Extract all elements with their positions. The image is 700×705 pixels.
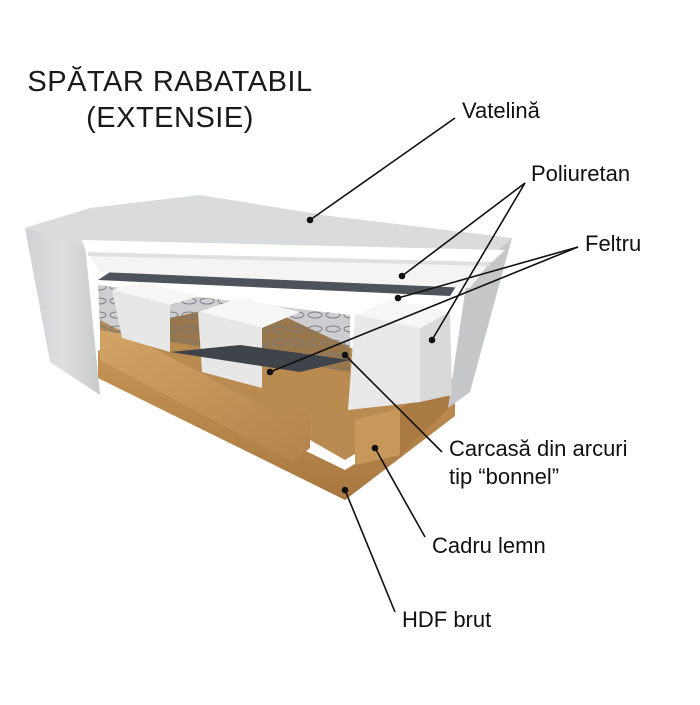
label-vatelina: Vatelină xyxy=(462,98,540,123)
foam-block-1-front xyxy=(112,290,170,352)
label-poliuretan: Poliuretan xyxy=(531,161,631,186)
leader-lines xyxy=(266,117,579,613)
label-hdf-brut: HDF brut xyxy=(402,607,492,632)
wood-frame-front xyxy=(100,320,310,462)
label-cadru-lemn: Cadru lemn xyxy=(432,533,546,558)
wood-frame-post xyxy=(355,408,400,465)
felt-layer-lower xyxy=(170,345,350,372)
label-carcasa-line-1: Carcasă din arcuri xyxy=(449,436,628,461)
batting-layer xyxy=(82,240,505,262)
foam-block-3-side xyxy=(420,312,452,402)
diagram-title-line-1: SPĂTAR RABATABIL xyxy=(27,66,313,98)
foam-block-2-top xyxy=(198,298,300,328)
label-feltru: Feltru xyxy=(585,231,642,256)
diagram-title-line-2: (EXTENSIE) xyxy=(86,102,254,134)
foam-block-1-top xyxy=(112,282,200,305)
polyurethane-edge xyxy=(88,252,490,266)
label-carcasa-line-2: tip “bonnel” xyxy=(449,464,560,489)
foam-block-3-top xyxy=(355,300,450,328)
foam-block-3-front xyxy=(348,315,420,410)
upholstery-side-left xyxy=(25,228,100,395)
